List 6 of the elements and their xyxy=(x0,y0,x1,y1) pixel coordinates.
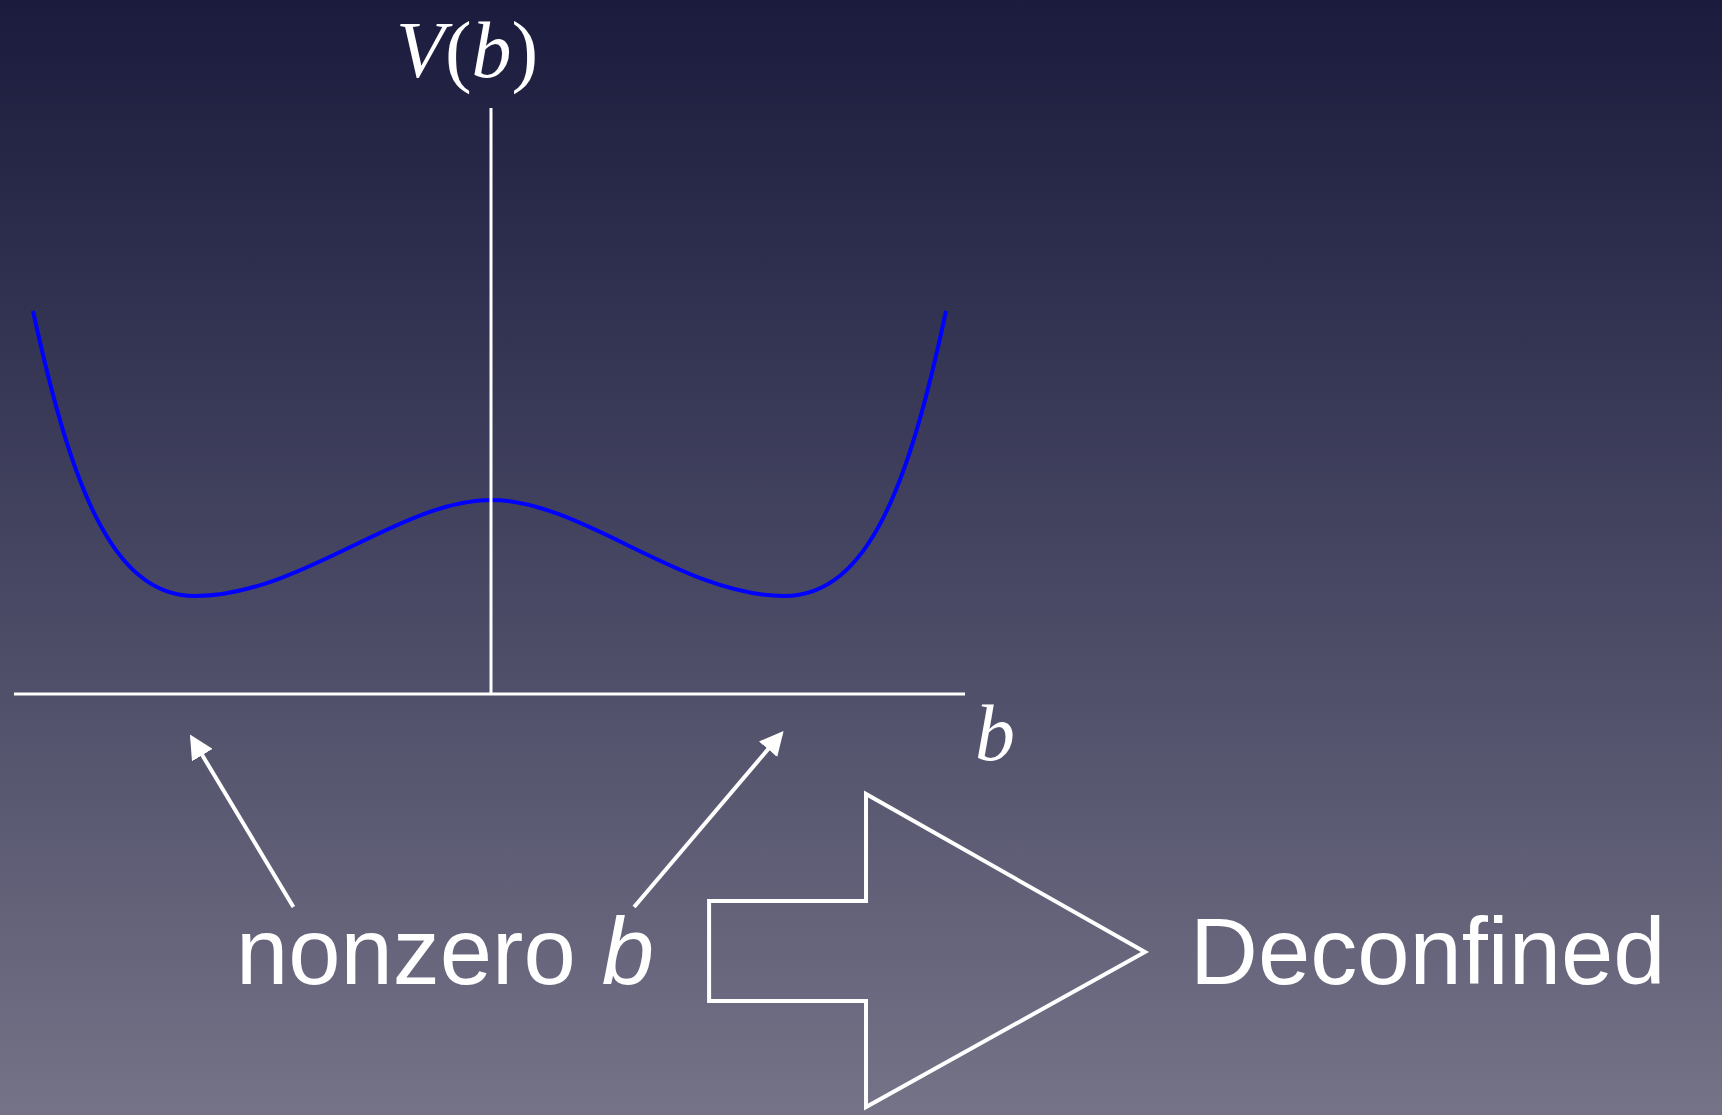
block-arrow xyxy=(707,790,1150,1111)
text-label: Deconfined xyxy=(1190,905,1666,999)
text-label: nonzero b xyxy=(236,905,655,999)
arrow xyxy=(632,730,784,909)
arrow xyxy=(189,734,296,909)
axis-label: b xyxy=(975,693,1015,773)
